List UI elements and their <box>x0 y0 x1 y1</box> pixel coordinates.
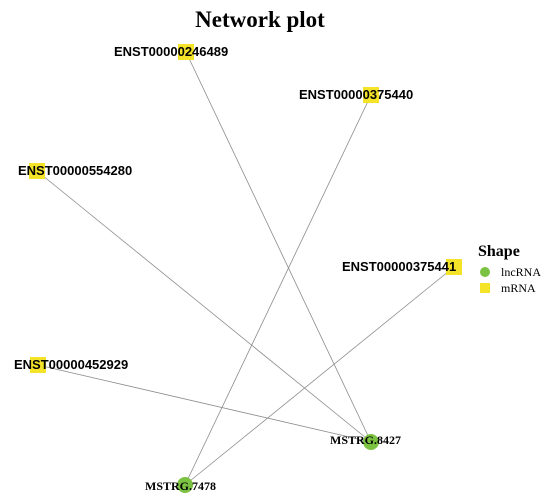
node-label-enst00000375440: ENST00000375440 <box>299 87 413 102</box>
edge-enst00000452929-mstrg-8427 <box>37 364 372 443</box>
nodes-layer <box>29 44 462 493</box>
node-mstrg-8427 <box>363 434 379 450</box>
node-label-enst00000375441: ENST00000375441 <box>342 259 456 274</box>
edge-enst00000554280-mstrg-8427 <box>36 170 372 443</box>
node-enst00000246489 <box>178 44 194 60</box>
legend-lncrna-symbol <box>480 267 490 277</box>
node-enst00000452929 <box>30 357 46 373</box>
edge-enst00000375441-mstrg-7478 <box>184 266 455 486</box>
legend-mrna-label: mRNA <box>501 281 536 295</box>
node-label-enst00000246489: ENST00000246489 <box>114 44 228 59</box>
legend-mrna-symbol <box>480 283 490 293</box>
node-label-enst00000452929: ENST00000452929 <box>14 357 128 372</box>
legend-title: Shape <box>478 243 520 260</box>
labels-layer: ENST00000246489ENST00000375440ENST000005… <box>14 44 456 493</box>
edges-layer <box>36 51 455 486</box>
legend: Shape lncRNA mRNA <box>478 243 541 295</box>
edge-enst00000246489-mstrg-8427 <box>185 51 372 443</box>
node-mstrg-7478 <box>177 477 193 493</box>
node-label-mstrg-8427: MSTRG.8427 <box>330 433 401 447</box>
node-label-mstrg-7478: MSTRG.7478 <box>145 479 216 493</box>
legend-lncrna-label: lncRNA <box>501 265 541 279</box>
node-enst00000375441 <box>446 259 462 275</box>
node-enst00000375440 <box>363 87 379 103</box>
node-enst00000554280 <box>29 163 45 179</box>
edge-enst00000375440-mstrg-7478 <box>184 94 372 486</box>
plot-title: Network plot <box>195 7 325 32</box>
node-label-enst00000554280: ENST00000554280 <box>18 163 132 178</box>
